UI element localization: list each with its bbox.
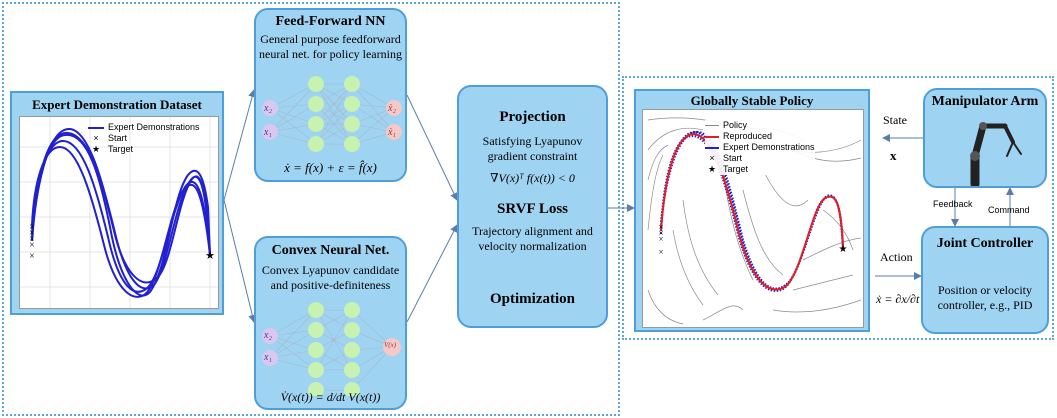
srvf-title: SRVF Loss [496,201,568,217]
output-node [386,124,402,140]
joint-controller-panel: Joint Controller Position or velocity co… [921,226,1049,334]
legend-expert: Expert Demonstrations [723,142,815,152]
ffnn-network-diagram [262,76,402,152]
start-markers: ×××× [658,222,663,257]
legend-policy: Policy [723,120,748,130]
state-label: State [883,113,907,127]
svg-text:×: × [658,234,663,244]
srvf-desc-2: velocity normalization [478,239,587,253]
target-marker: ★ [205,250,215,262]
cnn-network-diagram [262,302,401,396]
svg-text:×: × [29,234,35,245]
ffnn-desc-1: General purpose feedforward [260,32,401,46]
cnn-equation: V̇(x(t)) = d/dt V(x(t)) [280,390,381,404]
projection-desc-1: Satisfying Lyapunov [482,134,583,148]
reproduced-trajectory [660,132,844,291]
action-equation: ẋ = ∂x/∂t [876,292,920,306]
cnn-desc-1: Convex Lyapunov candidate [261,263,400,277]
joint-controller-title: Joint Controller [936,236,1034,251]
expert-trajectory [31,145,211,298]
target-marker: ★ [839,244,848,255]
legend-reproduced: Reproduced [723,131,773,141]
projection-equation: ∇V(x)ᵀ f(x(t)) < 0 [490,171,575,185]
cnn-panel: Convex Neural Net. Convex Lyapunov candi… [254,236,407,410]
expert-dataset-legend: Expert Demonstrations ×Start ★Target [88,122,200,155]
policy-panel: Globally Stable Policy [634,89,870,332]
input-node [262,100,278,116]
svg-text:×: × [658,228,663,238]
svg-text:×: × [658,222,663,232]
start-markers: ××××× [29,222,35,262]
output-node [386,100,402,116]
joint-controller-desc-1: Position or velocity [938,283,1032,297]
input-node [262,124,278,140]
left-dotted-frame [2,2,620,416]
state-variable: x [890,148,897,163]
ffnn-desc-2: neural net. for policy learning [259,47,402,61]
ffnn-output-x2dot: ẋ₂ [388,103,396,114]
expert-dataset-plot: ××××× ★ Expert Demonstrations ×Start ★Ta… [19,116,219,309]
ffnn-input-x2: x₂ [264,103,272,114]
robot-arm-icon [970,122,1022,186]
cnn-title: Convex Neural Net. [271,243,390,258]
cnn-output-v: V(x) [384,341,397,349]
ffnn-title: Feed-Forward NN [275,14,386,29]
cnn-input-x2: x₂ [264,330,272,341]
ffnn-panel: Feed-Forward NN General purpose feedforw… [254,8,407,182]
ffnn-output-x1dot: ẋ₁ [388,127,396,138]
expert-trajectory [31,131,211,284]
cnn-input-x1: x₁ [264,352,272,363]
svg-text:×: × [29,228,35,239]
joint-controller-desc-2: controller, e.g., PID [937,298,1033,312]
center-optimization-panel: Projection Satisfying Lyapunov gradient … [457,85,608,328]
projection-desc-2: gradient constraint [487,149,578,163]
legend-target: Target [723,164,749,174]
legend-start: Start [108,133,128,143]
expert-dataset-title: Expert Demonstration Dataset [32,97,202,112]
svg-text:×: × [658,247,663,257]
manipulator-arm-panel: Manipulator Arm [923,88,1047,188]
svg-text:×: × [29,240,35,251]
policy-legend: Policy Reproduced Expert Demonstrations … [705,120,815,175]
ffnn-equation: ẋ = f(x) + ε = f̂(x) [284,160,377,175]
expert-dataset-panel: Expert Demonstration Dataset ××××× ★ [10,91,224,315]
manipulator-arm-title: Manipulator Arm [931,94,1039,109]
feedback-label: Feedback [933,199,973,209]
command-label: Command [988,205,1030,215]
srvf-desc-1: Trajectory alignment and [472,224,593,238]
cnn-desc-2: and positive-definiteness [270,278,391,292]
legend-target: Target [108,144,134,154]
expert-trajectory [31,133,211,297]
svg-text:×: × [29,251,35,262]
legend-start: Start [723,153,743,163]
input-node [262,328,278,344]
output-node [383,338,401,356]
ffnn-input-x1: x₁ [264,127,272,138]
input-node [262,350,278,366]
policy-plot: ×××× ★ Policy Reproduced Expert Demonstr… [642,109,864,328]
action-label: Action [880,250,913,264]
svg-text:×: × [29,222,35,233]
policy-title: Globally Stable Policy [690,93,814,108]
expert-dataset-chart: ××××× ★ [20,117,218,308]
projection-title: Projection [499,109,566,125]
legend-expert: Expert Demonstrations [108,122,200,132]
optimization-title: Optimization [490,291,575,307]
